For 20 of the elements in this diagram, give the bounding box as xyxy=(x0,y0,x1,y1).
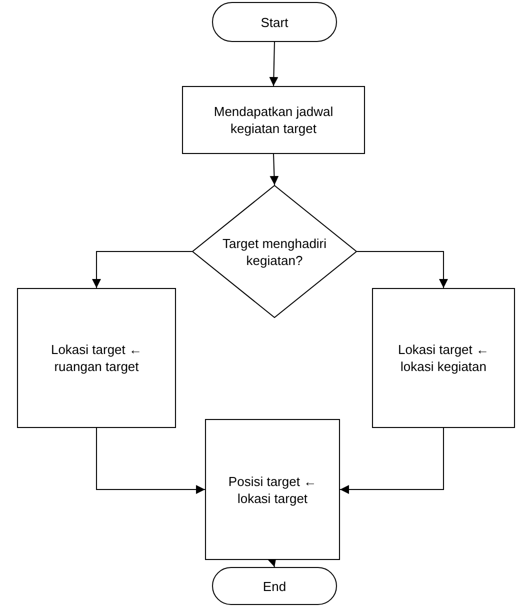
end-terminal xyxy=(212,567,337,605)
start-terminal xyxy=(212,2,337,42)
process-box xyxy=(17,288,176,428)
process-box xyxy=(372,288,515,428)
arrow xyxy=(340,428,444,494)
process-box xyxy=(182,86,365,154)
arrow xyxy=(269,42,278,86)
decision-diamond xyxy=(192,185,357,318)
node-label: Start xyxy=(260,14,288,30)
node-label: Posisi target ← lokasi target xyxy=(227,472,318,506)
node-label: Lokasi target ← lokasi kegiatan xyxy=(396,341,490,375)
node-label: Target menghadiri kegiatan? xyxy=(221,234,328,268)
arrow xyxy=(96,428,206,494)
node-label: End xyxy=(262,578,286,594)
arrow xyxy=(92,251,192,288)
node-label: Mendapatkan jadwal kegiatan target xyxy=(212,103,334,137)
node-label: Lokasi target ← ruangan target xyxy=(50,341,144,375)
arrow xyxy=(270,154,279,186)
process-box xyxy=(205,419,340,560)
arrow xyxy=(356,251,448,288)
